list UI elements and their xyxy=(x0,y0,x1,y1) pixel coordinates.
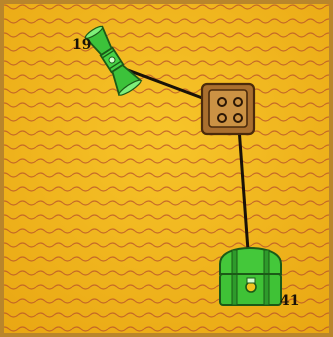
dice-four-icon[interactable] xyxy=(202,84,254,134)
scroll-number: 19 xyxy=(72,38,91,52)
treasure-chest-icon[interactable] xyxy=(220,248,281,305)
chest-number: 41 xyxy=(280,294,299,308)
